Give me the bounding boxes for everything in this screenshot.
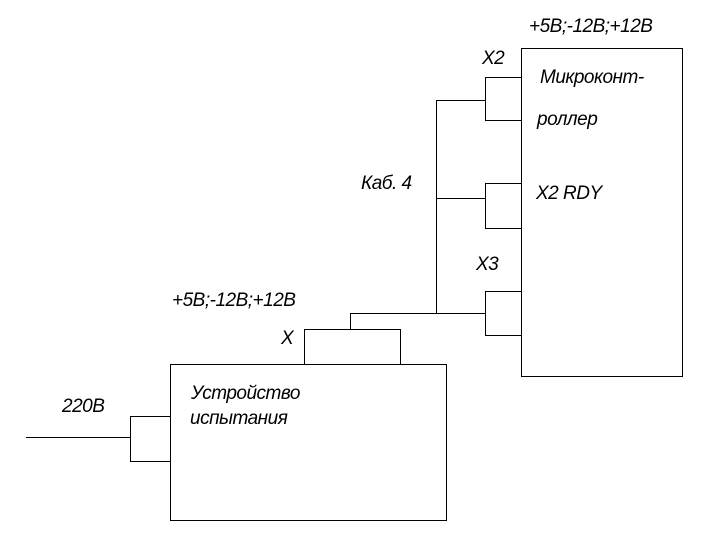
microcontroller-power-label: +5В;-12В;+12В [529,16,653,37]
connector-x2-label: X2 [482,48,505,69]
microcontroller-box [521,48,683,377]
test-device-box [170,364,447,521]
connector-x2 [485,77,522,121]
mains-label: 220В [62,396,105,417]
cable-label: Каб. 4 [361,173,412,194]
microcontroller-label-line2: роллер [537,109,598,130]
test-device-label-line2: испытания [190,408,288,429]
connector-mains [130,416,171,462]
connector-x3-label: X3 [476,254,499,275]
connector-x3 [485,291,522,336]
test-device-label-line1: Устройство [191,383,300,404]
cable-4-bus [436,100,486,314]
cable-x-to-x3 [350,313,486,330]
connector-x [304,329,401,365]
microcontroller-label-line1: Микроконт- [540,67,644,88]
test-device-power-label: +5В;-12В;+12В [172,290,296,311]
connector-x2-rdy [485,183,522,229]
connector-x-label: X [281,328,294,349]
connector-x2-rdy-label: X2 RDY [536,183,602,204]
